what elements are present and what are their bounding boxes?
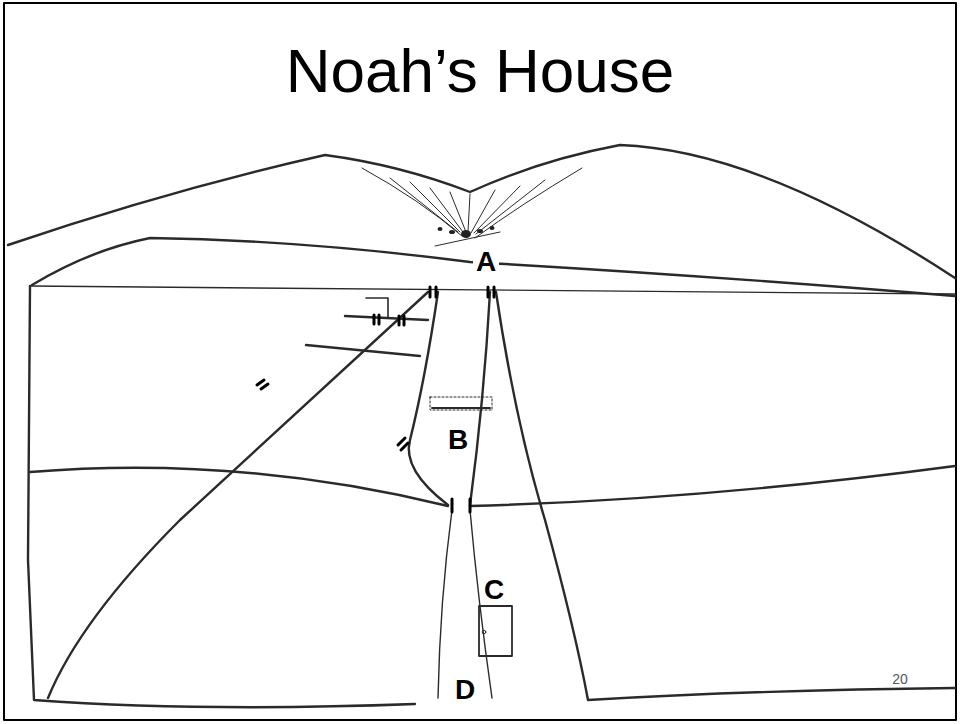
house-outline	[479, 606, 512, 656]
hill-outline	[8, 145, 955, 278]
map-letter: B	[445, 425, 471, 456]
field-boundary	[496, 292, 955, 700]
rock-pile	[438, 226, 495, 238]
slide-title: Noah’s House	[286, 35, 674, 106]
dotted-plot	[430, 397, 492, 410]
field-boundary	[48, 292, 428, 698]
page-number: 20	[889, 672, 911, 687]
field-boundary	[30, 468, 448, 506]
plot-marks	[432, 407, 490, 409]
map-letter: A	[473, 247, 499, 278]
field-boundary	[470, 466, 955, 506]
gate-marks	[257, 287, 494, 512]
road-edge	[470, 292, 490, 505]
house-door	[482, 630, 486, 634]
map-letter: D	[452, 675, 478, 706]
field-boundary	[306, 345, 420, 356]
field-boundary	[345, 316, 428, 320]
slide-frame	[4, 3, 956, 720]
lane-edge	[438, 510, 452, 698]
road-edge	[409, 292, 448, 505]
ravine-lines	[362, 168, 582, 246]
plot-boundary	[366, 298, 388, 318]
map-letter: C	[481, 575, 507, 606]
